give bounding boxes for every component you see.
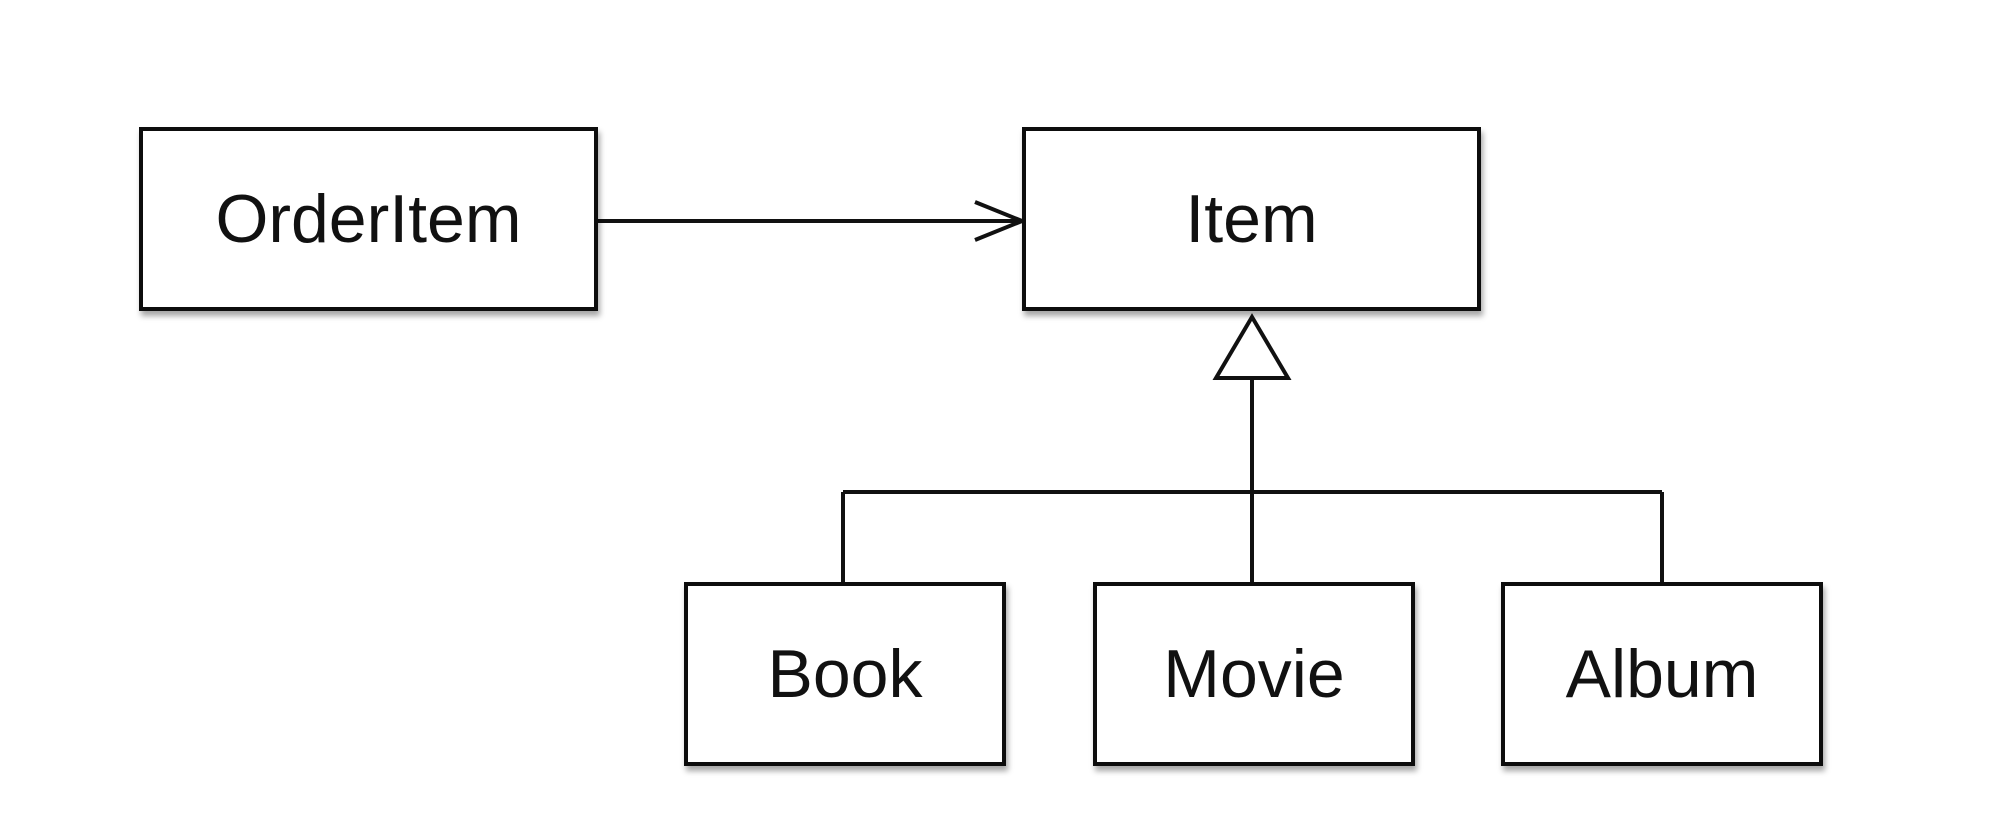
inheritance-triangle <box>1212 313 1292 380</box>
class-box-book: Book <box>684 582 1006 766</box>
class-box-album: Album <box>1501 582 1823 766</box>
class-box-item: Item <box>1022 127 1481 311</box>
class-name-item: Item <box>1185 181 1317 257</box>
class-box-movie: Movie <box>1093 582 1415 766</box>
class-box-orderitem: OrderItem <box>139 127 598 311</box>
class-name-movie: Movie <box>1163 636 1344 712</box>
generalization-tree <box>841 313 1664 584</box>
class-name-orderitem: OrderItem <box>215 181 521 257</box>
association-orderitem-item <box>598 200 1028 242</box>
class-name-book: Book <box>768 636 924 712</box>
class-name-album: Album <box>1566 636 1759 712</box>
